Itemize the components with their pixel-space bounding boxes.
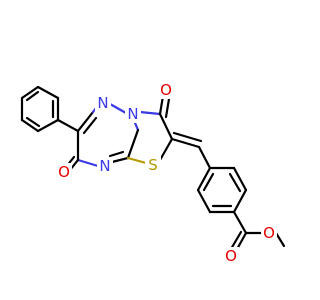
phenyl-ring [20, 85, 60, 133]
molecule-diagram: N N N O O S O O [20, 81, 286, 265]
top-carbonyl [158, 94, 171, 119]
atom-o-ester-ether: O [263, 224, 275, 242]
atom-o-ketone-top: O [160, 81, 172, 99]
atom-o-ketone-left: O [58, 163, 70, 181]
atom-o-ester-carbonyl: O [225, 247, 237, 265]
atom-n-top: N [97, 94, 108, 112]
atom-n-ring: N [127, 105, 138, 123]
benzoate-ring [196, 166, 248, 214]
atom-n-bottom: N [99, 157, 110, 175]
structure-svg: N N N O O S O O [20, 81, 286, 265]
thiazole-ring [126, 110, 174, 165]
exocyclic-alkene [170, 131, 212, 170]
atom-s-thiazole: S [148, 156, 158, 174]
atom-labels: N N N O O S O O [56, 81, 277, 265]
